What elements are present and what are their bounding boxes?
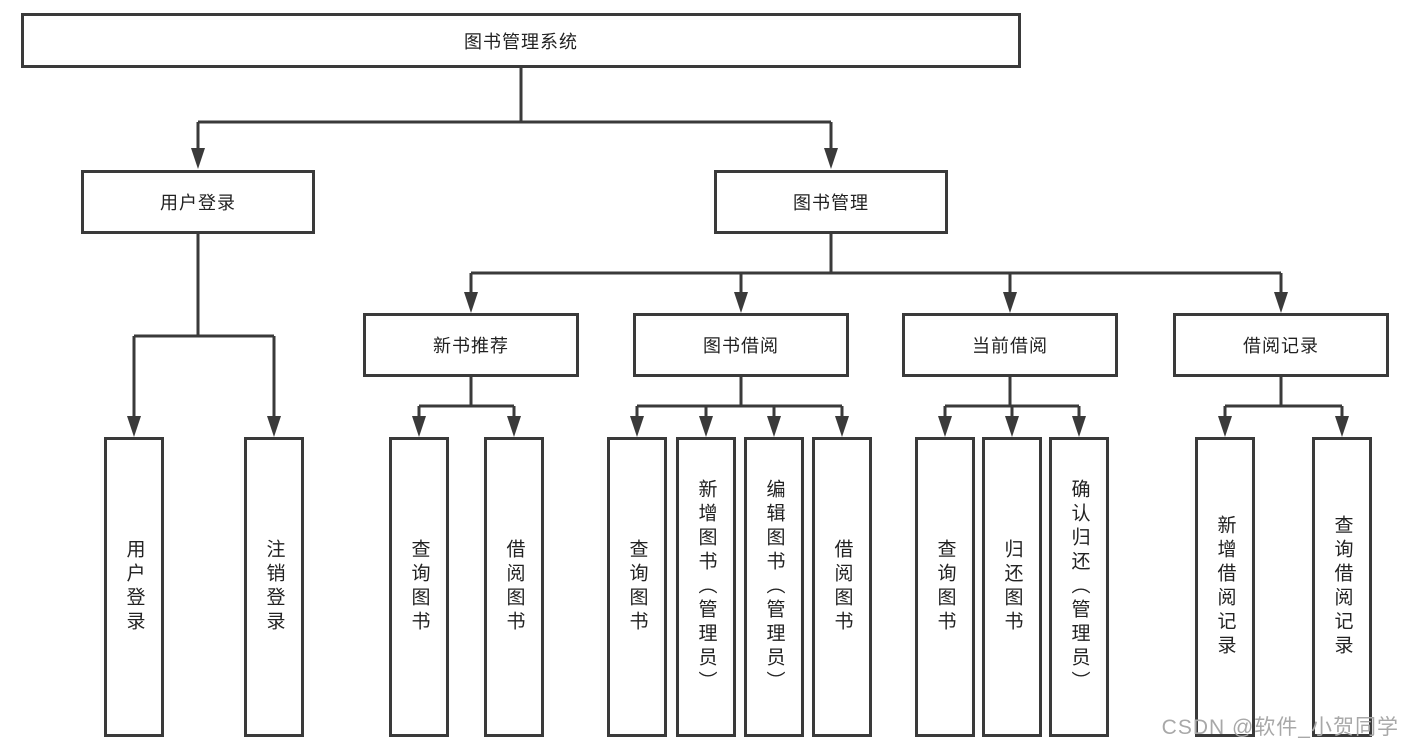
leaf-borrow-books-borrow: 借阅图书 — [812, 437, 872, 737]
arrow-down-icon — [1005, 416, 1019, 437]
arrow-down-icon — [412, 416, 426, 437]
node-user-login: 用户登录 — [81, 170, 315, 234]
node-borrow-records: 借阅记录 — [1173, 313, 1389, 377]
node-book-management: 图书管理 — [714, 170, 948, 234]
node-new-book-recommend: 新书推荐 — [363, 313, 579, 377]
arrow-down-icon — [267, 416, 281, 437]
leaf-query-books-current: 查询图书 — [915, 437, 975, 737]
arrow-down-icon — [1003, 292, 1017, 313]
leaf-logout-login: 注销登录 — [244, 437, 304, 737]
leaf-edit-book-admin: 编辑图书（管理员） — [744, 437, 804, 737]
arrow-down-icon — [938, 416, 952, 437]
leaf-user-login: 用户登录 — [104, 437, 164, 737]
leaf-confirm-return-admin: 确认归还（管理员） — [1049, 437, 1109, 737]
leaf-add-borrow-record: 新增借阅记录 — [1195, 437, 1255, 737]
arrow-down-icon — [464, 292, 478, 313]
arrow-down-icon — [191, 148, 205, 169]
arrow-down-icon — [1335, 416, 1349, 437]
arrow-down-icon — [1218, 416, 1232, 437]
node-library-management-system: 图书管理系统 — [21, 13, 1021, 68]
leaf-borrow-books-recommend: 借阅图书 — [484, 437, 544, 737]
arrow-down-icon — [767, 416, 781, 437]
leaf-query-borrow-record: 查询借阅记录 — [1312, 437, 1372, 737]
arrow-down-icon — [734, 292, 748, 313]
node-book-borrow: 图书借阅 — [633, 313, 849, 377]
arrow-down-icon — [630, 416, 644, 437]
leaf-add-book-admin: 新增图书（管理员） — [676, 437, 736, 737]
arrow-down-icon — [507, 416, 521, 437]
arrow-down-icon — [1072, 416, 1086, 437]
arrow-down-icon — [824, 148, 838, 169]
arrow-down-icon — [1274, 292, 1288, 313]
leaf-query-books-borrow: 查询图书 — [607, 437, 667, 737]
node-current-borrow: 当前借阅 — [902, 313, 1118, 377]
arrow-down-icon — [127, 416, 141, 437]
leaf-query-books-recommend: 查询图书 — [389, 437, 449, 737]
arrow-down-icon — [699, 416, 713, 437]
arrow-down-icon — [835, 416, 849, 437]
leaf-return-books: 归还图书 — [982, 437, 1042, 737]
